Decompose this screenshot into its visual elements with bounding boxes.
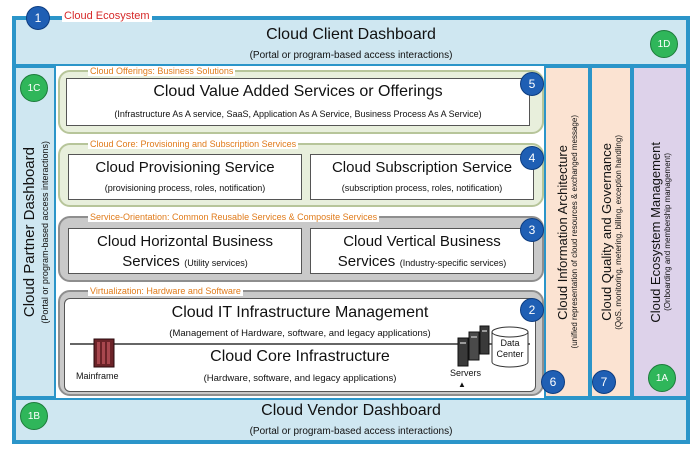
mainframe-label: Mainframe (76, 371, 119, 381)
cloud-information-architecture: Cloud Information Architecture (unified … (544, 66, 590, 398)
badge-4: 4 (520, 146, 544, 170)
client-dashboard-subtitle: (Portal or program-based access interact… (249, 50, 453, 61)
badge-1c: 1C (20, 74, 48, 102)
cloud-ecosystem-management: Cloud Ecosystem Management (Onboarding a… (632, 66, 688, 398)
vertical-services-box: Cloud Vertical Business Services (Indust… (310, 228, 534, 274)
cloud-quality-governance: Cloud Quality and Governance (QoS, monit… (590, 66, 632, 398)
ecosystem-label: Cloud Ecosystem (62, 10, 152, 22)
information-architecture-title: Cloud Information Architecture (555, 144, 570, 320)
vendor-dashboard-title: Cloud Vendor Dashboard (261, 402, 441, 419)
provisioning-subtitle: (provisioning process, roles, notificati… (104, 183, 266, 193)
layer-divider (70, 343, 530, 345)
ecosystem-management-subtitle: (Onboarding and membership management) (663, 153, 672, 311)
value-added-services-box: Cloud Value Added Services or Offerings … (66, 78, 530, 126)
value-added-title: Cloud Value Added Services or Offerings (153, 83, 443, 100)
client-dashboard-title: Cloud Client Dashboard (266, 26, 436, 43)
provisioning-service-box: Cloud Provisioning Service (provisioning… (68, 154, 302, 200)
mainframe-icon (93, 338, 115, 368)
vertical-line2: Services (Industry-specific services) (311, 253, 533, 271)
horizontal-line2: Services (Utility services) (69, 253, 301, 271)
vertical-subtitle: (Industry-specific services) (399, 258, 507, 268)
core-infrastructure-title: Cloud Core Infrastructure (210, 348, 390, 365)
core-layer-label: Cloud Core: Provisioning and Subscriptio… (88, 139, 299, 149)
data-center-label-line1: Data (500, 338, 520, 348)
subscription-title: Cloud Subscription Service (331, 159, 513, 176)
partner-dashboard-subtitle: (Portal or program-based access interact… (39, 140, 50, 324)
offerings-layer-label: Cloud Offerings: Business Solutions (88, 66, 236, 76)
partner-dashboard-title: Cloud Partner Dashboard (20, 146, 38, 318)
cloud-partner-dashboard: Cloud Partner Dashboard (Portal or progr… (14, 66, 56, 398)
badge-1a: 1A (648, 364, 676, 392)
badge-6: 6 (541, 370, 565, 394)
subscription-subtitle: (subscription process, roles, notificati… (341, 183, 503, 193)
servers-icon (456, 324, 490, 368)
ecosystem-management-title: Cloud Ecosystem Management (648, 141, 663, 323)
servers-arrow-icon: ▲ (458, 380, 466, 389)
service-orientation-label: Service-Orientation: Common Reusable Ser… (88, 212, 380, 222)
information-architecture-subtitle: (unified representation of cloud resourc… (570, 115, 579, 349)
it-infrastructure-mgmt-subtitle: (Management of Hardware, software, and l… (169, 328, 431, 339)
infrastructure-box (64, 298, 536, 392)
badge-5: 5 (520, 72, 544, 96)
servers-label: Servers (450, 368, 482, 378)
horizontal-subtitle: (Utility services) (184, 258, 248, 268)
virtualization-label: Virtualization: Hardware and Software (88, 286, 243, 296)
data-center-label-line2: Center (496, 349, 524, 359)
horizontal-title-line2: Services (122, 253, 180, 270)
vendor-dashboard-subtitle: (Portal or program-based access interact… (249, 426, 453, 437)
horizontal-title: Cloud Horizontal Business (97, 233, 273, 250)
badge-1b: 1B (20, 402, 48, 430)
badge-3: 3 (520, 218, 544, 242)
quality-governance-subtitle: (QoS, monitoring, metering, billing, exc… (614, 134, 623, 330)
value-added-subtitle: (Infrastructure As A service, SaaS, Appl… (114, 109, 482, 119)
quality-governance-title: Cloud Quality and Governance (599, 143, 614, 321)
badge-2: 2 (520, 298, 544, 322)
badge-7: 7 (592, 370, 616, 394)
badge-1: 1 (26, 6, 50, 30)
cloud-client-dashboard: Cloud Client Dashboard (Portal or progra… (14, 18, 688, 66)
provisioning-title: Cloud Provisioning Service (95, 159, 275, 176)
vertical-title: Cloud Vertical Business (343, 233, 501, 250)
badge-1d: 1D (650, 30, 678, 58)
data-center-icon (490, 326, 530, 368)
horizontal-services-box: Cloud Horizontal Business Services (Util… (68, 228, 302, 274)
core-infrastructure-subtitle: (Hardware, software, and legacy applicat… (203, 373, 397, 384)
vertical-title-line2: Services (337, 253, 396, 270)
it-infrastructure-mgmt-title: Cloud IT Infrastructure Management (171, 304, 429, 321)
cloud-vendor-dashboard: Cloud Vendor Dashboard (Portal or progra… (14, 398, 688, 442)
subscription-service-box: Cloud Subscription Service (subscription… (310, 154, 534, 200)
